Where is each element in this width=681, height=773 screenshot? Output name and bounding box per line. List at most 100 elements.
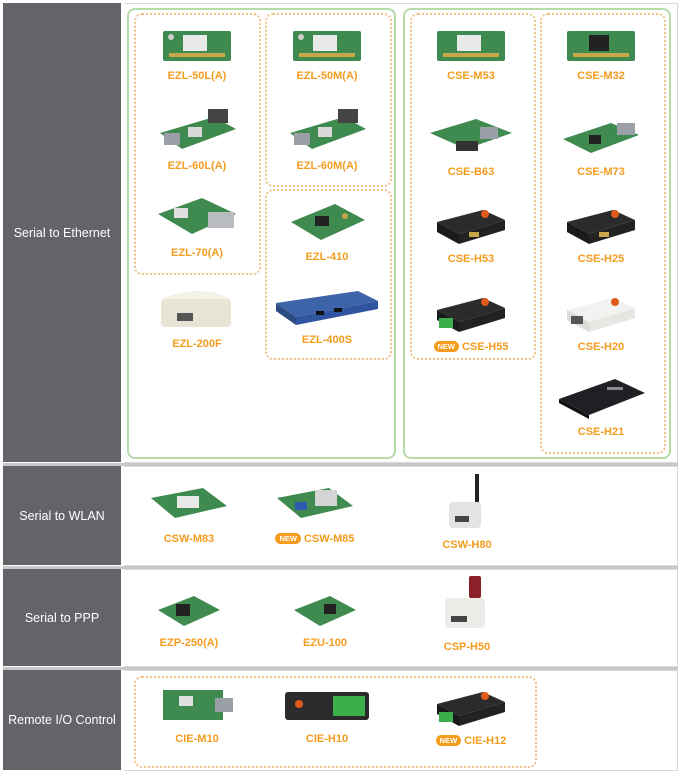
- product-label: EZL-50L(A): [167, 70, 227, 82]
- category-serial-to-wlan: Serial to WLAN: [3, 466, 121, 565]
- product-label: EZL-200F: [172, 338, 222, 350]
- module-board-icon: [163, 690, 233, 720]
- enclosure-with-modem-icon: [445, 576, 485, 628]
- panel-serial-to-ppp: [124, 569, 678, 667]
- product-ezl-70[interactable]: EZL-70(A): [137, 192, 257, 259]
- module-board-icon: [158, 596, 220, 626]
- product-label: EZL-70(A): [171, 247, 223, 259]
- enclosure-icon: [437, 692, 505, 726]
- enclosure-icon: [437, 210, 505, 244]
- category-remote-io-control: Remote I/O Control: [3, 670, 121, 770]
- product-label: EZL-410: [305, 251, 349, 263]
- product-label: EZP-250(A): [159, 637, 219, 649]
- product-csw-m83[interactable]: CSW-M83: [129, 484, 249, 545]
- product-label: EZL-400S: [301, 334, 353, 346]
- product-cie-m10[interactable]: CIE-M10: [137, 684, 257, 745]
- product-cse-h25[interactable]: CSE-H25: [541, 202, 661, 265]
- product-ezu-100[interactable]: EZU-100: [265, 592, 385, 649]
- product-label: CSE-H21: [577, 426, 625, 438]
- divider: [3, 667, 678, 670]
- enclosure-icon: [276, 291, 378, 325]
- product-label: EZU-100: [302, 637, 348, 649]
- category-label: Serial to WLAN: [19, 508, 105, 523]
- group-cse-m32-line: [540, 13, 666, 454]
- category-serial-to-ethernet: Serial to Ethernet: [3, 3, 121, 462]
- group-ezl-l-modules: [134, 13, 261, 275]
- enclosure-icon: [161, 291, 231, 327]
- module-board-icon: [563, 123, 639, 153]
- product-label: EZL-60L(A): [167, 160, 227, 172]
- product-label: EZL-50M(A): [296, 70, 358, 82]
- group-cie-series: [134, 676, 537, 768]
- module-board-icon: [163, 31, 231, 61]
- group-cse-h53-line: [410, 13, 536, 360]
- module-board-icon: [277, 488, 353, 518]
- product-label: CSE-H53: [447, 253, 495, 265]
- product-label: EZL-60M(A): [296, 160, 358, 172]
- product-csw-h80[interactable]: CSW-H80: [407, 472, 527, 551]
- product-label: CSW-M83: [163, 533, 215, 545]
- enclosure-icon: [285, 692, 369, 720]
- product-label: CSE-H20: [577, 341, 625, 353]
- module-board-icon: [160, 109, 236, 149]
- new-badge: NEW: [275, 533, 301, 544]
- category-label: Serial to PPP: [24, 610, 100, 625]
- product-ezl-50l[interactable]: EZL-50L(A): [137, 25, 257, 82]
- category-serial-to-ppp: Serial to PPP: [3, 569, 121, 666]
- product-label: CSE-B63: [447, 166, 495, 178]
- product-cse-m53[interactable]: CSE-M53: [411, 25, 531, 82]
- product-label: CSE-M32: [577, 70, 625, 82]
- module-board-icon: [158, 198, 236, 234]
- enclosure-icon: [437, 298, 505, 332]
- product-ezl-200f[interactable]: EZL-200F: [137, 285, 257, 350]
- product-csp-h50[interactable]: CSP-H50: [407, 572, 527, 653]
- product-label: CSP-H50: [443, 641, 491, 653]
- product-ezp-250[interactable]: EZP-250(A): [129, 592, 249, 649]
- enclosure-icon: [559, 379, 645, 419]
- product-ezl-60m[interactable]: EZL-60M(A): [267, 105, 387, 172]
- group-ezl-400-modules: [265, 189, 392, 360]
- product-ezl-50m[interactable]: EZL-50M(A): [267, 25, 387, 82]
- module-board-icon: [293, 31, 361, 61]
- enclosure-icon: [567, 210, 635, 244]
- product-label: CSW-H80: [442, 539, 492, 551]
- enclosure-with-antenna-icon: [449, 474, 481, 528]
- category-label: Serial to Ethernet: [13, 225, 111, 240]
- module-board-icon: [290, 109, 366, 149]
- enclosure-icon: [567, 298, 635, 332]
- product-name: CIE-H12: [464, 735, 507, 747]
- new-badge: NEW: [433, 341, 460, 352]
- product-label: CIE-H10: [305, 733, 349, 745]
- product-ezl-400s[interactable]: EZL-400S: [267, 285, 387, 346]
- module-board-icon: [567, 31, 635, 61]
- product-cse-h21[interactable]: CSE-H21: [541, 373, 661, 438]
- module-board-icon: [430, 119, 512, 151]
- product-ezl-60l[interactable]: EZL-60L(A): [137, 105, 257, 172]
- new-badge: NEW: [435, 735, 462, 746]
- product-cse-m73[interactable]: CSE-M73: [541, 115, 661, 178]
- product-name: CSW-M85: [303, 533, 355, 545]
- module-board-icon: [437, 31, 505, 61]
- product-cse-m32[interactable]: CSE-M32: [541, 25, 661, 82]
- product-cse-h53[interactable]: CSE-H53: [411, 202, 531, 265]
- group-ezl-series: [127, 8, 396, 459]
- product-label: CIE-M10: [175, 733, 219, 745]
- product-cie-h10[interactable]: CIE-H10: [267, 684, 387, 745]
- product-cse-h20[interactable]: CSE-H20: [541, 290, 661, 353]
- product-label: CSE-H25: [577, 253, 625, 265]
- product-label: CSE-M53: [447, 70, 495, 82]
- product-name: CSE-H55: [462, 341, 509, 353]
- divider: [3, 463, 678, 466]
- product-cse-b63[interactable]: CSE-B63: [411, 115, 531, 178]
- panel-remote-io-control: [124, 670, 678, 771]
- product-ezl-410[interactable]: EZL-410: [267, 198, 387, 263]
- divider: [3, 566, 678, 569]
- module-board-icon: [294, 596, 356, 626]
